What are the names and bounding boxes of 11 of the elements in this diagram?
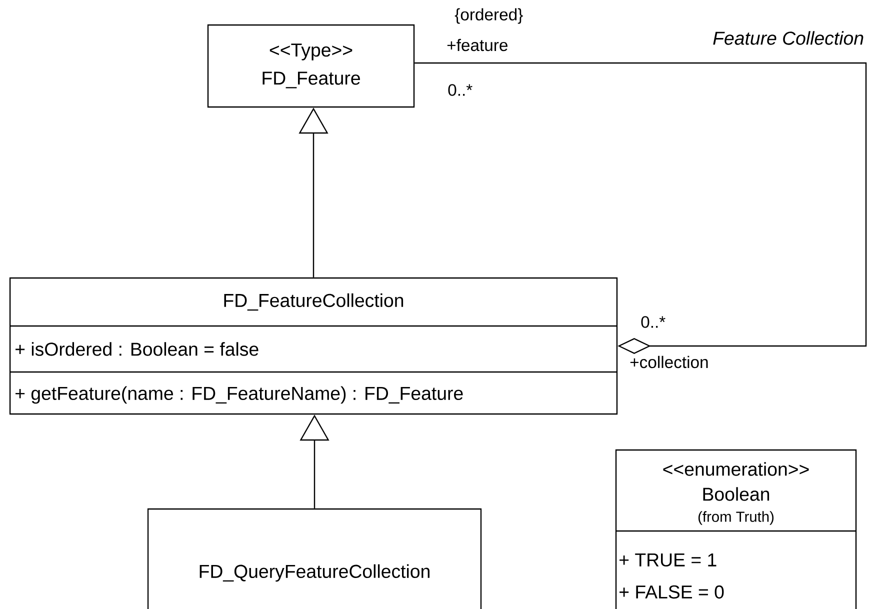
class-box: FD_QueryFeatureCollection	[147, 508, 482, 609]
class-box: <<Type>> FD_Feature	[207, 24, 415, 108]
class-box: <<enumeration>> Boolean (from Truth) + TRUE = 1 + FALSE = 0	[615, 449, 857, 609]
role-label: +feature	[447, 38, 508, 52]
edge-label: Feature Collection	[711, 30, 866, 46]
class-box: FD_FeatureCollection + isOrdered : Boolean = false + getFeature(name : FD_FeatureName) : FD_Feature	[9, 277, 618, 415]
association-line	[414, 62, 867, 354]
role-label: 0..*	[641, 316, 666, 328]
role-label: 0..*	[448, 84, 472, 96]
role-label: {ordered}	[454, 8, 523, 24]
role-label: +collection	[630, 356, 708, 368]
